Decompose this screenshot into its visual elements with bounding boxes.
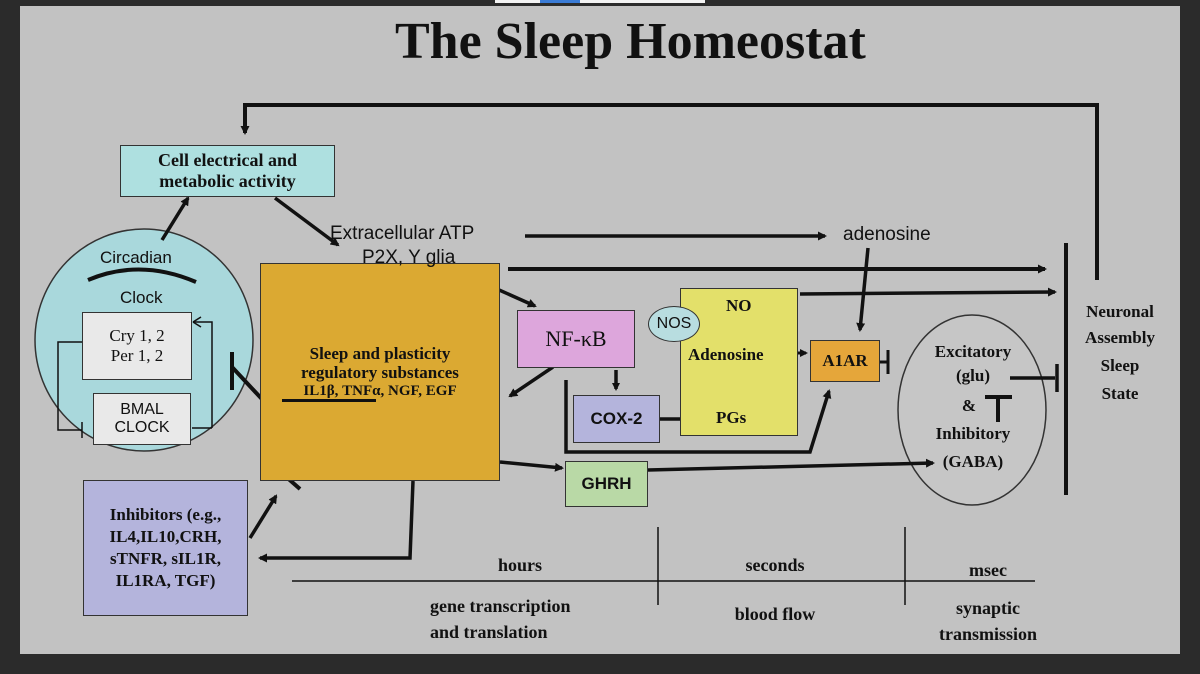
cox2-label: COX-2 [590, 409, 643, 429]
clock-label: Clock [120, 288, 163, 307]
nos-bubble: NOS [648, 306, 700, 342]
substances-to-ghrh-arrow [499, 460, 564, 472]
cell-activity-line-1: Cell electrical and [158, 150, 297, 171]
nfkb-to-substances-arrow [508, 365, 554, 398]
a1ar-label: A1AR [822, 351, 868, 371]
nfkb-box: NF-κB [517, 310, 635, 368]
nos-label: NOS [656, 314, 692, 332]
timescale-hours: hours [497, 555, 542, 575]
substances-to-inhibitors-arrow [258, 480, 415, 563]
process-msec-line-1: synaptic [955, 598, 1020, 618]
sleep-substances-box: Sleep and plasticity regulatory substanc… [260, 263, 500, 481]
clock-to-cell-arrow [160, 196, 190, 241]
circadian-wave [87, 267, 197, 284]
cell-activity-box: Cell electrical and metabolic activity [120, 145, 335, 197]
process-hours-line-2: and translation [430, 622, 548, 642]
inhibitory-label: Inhibitory [935, 424, 1011, 443]
inhibitors-line-1: Inhibitors (e.g., [109, 504, 222, 524]
neuronal-state-line-2: Assembly [1085, 328, 1155, 347]
clock-loop-right [193, 321, 213, 428]
inhibitors-box: Inhibitors (e.g., IL4,IL10,CRH, sTNFR, s… [83, 480, 248, 616]
sleep-substances-line-1: Sleep and plasticity [309, 343, 451, 363]
inhibitors-line-3: sTNFR, sIL1R, [110, 549, 221, 568]
no-label: NO [726, 296, 752, 315]
bmal-label: BMAL [120, 400, 164, 418]
adenosine-pgs-box [680, 288, 798, 436]
adenosine-box-label: Adenosine [688, 345, 764, 364]
process-hours-line-1: gene transcription [430, 596, 571, 616]
inhibitors-line-4: IL1RA, TGF) [115, 571, 216, 591]
process-msec-line-2: transmission [938, 624, 1037, 644]
neuronal-state-line-4: State [1101, 384, 1139, 403]
cell-to-atp-arrow [273, 196, 340, 247]
sleep-substances-line-3: IL1β, TNFα, NGF, EGF [303, 382, 457, 399]
extracellular-atp-label: Extracellular ATP [330, 223, 475, 244]
cry-label: Cry 1, 2 [109, 326, 165, 346]
a1ar-box: A1AR [810, 340, 880, 382]
process-seconds-line-1: blood flow [734, 604, 816, 624]
ampersand-label: & [961, 396, 977, 415]
timescale-seconds: seconds [745, 555, 805, 575]
ghrh-box: GHRH [565, 461, 648, 507]
neuronal-state-line-3: Sleep [1100, 356, 1140, 375]
nfkb-to-a1ar-arrow [564, 380, 832, 454]
pgs-label: PGs [716, 408, 747, 427]
slide-title: The Sleep Homeostat [395, 13, 866, 70]
bmal-clock-box: BMAL CLOCK [93, 393, 191, 445]
inhibitors-line-2: IL4,IL10,CRH, [109, 526, 222, 546]
p2x-glia-label: P2X, Y glia [362, 247, 456, 268]
top-bar-accent [540, 0, 580, 3]
circadian-label: Circadian [100, 248, 172, 267]
ghrh-to-gaba-arrow [647, 458, 935, 472]
inhibitors-to-substances-arrow [248, 494, 278, 539]
synapse-ellipse [897, 314, 1047, 506]
adenosine-top-label: adenosine [843, 224, 931, 245]
adenosine-box-to-neuronal-arrow [799, 287, 1057, 297]
cox2-box: COX-2 [573, 395, 660, 443]
adenosine-to-a1ar-arrow [856, 247, 870, 332]
neuronal-state-line-1: Neuronal [1086, 302, 1154, 321]
gaba-label: (GABA) [942, 452, 1004, 471]
nfkb-label: NF-κB [545, 326, 607, 352]
cell-activity-line-2: metabolic activity [159, 171, 296, 191]
glu-label: (glu) [956, 366, 990, 385]
clock-gene-label: CLOCK [114, 419, 170, 436]
sleep-substances-line-2: regulatory substances [301, 363, 459, 383]
clock-loop-left [57, 341, 82, 431]
ghrh-label: GHRH [581, 474, 632, 494]
cry-per-box: Cry 1, 2 Per 1, 2 [82, 312, 192, 380]
window-top-bar [495, 0, 705, 3]
il1-underline [282, 399, 376, 402]
per-label: Per 1, 2 [110, 346, 164, 365]
excitatory-label: Excitatory [934, 342, 1012, 361]
timescale-msec: msec [969, 560, 1007, 580]
feedback-loop-line [240, 103, 1099, 280]
